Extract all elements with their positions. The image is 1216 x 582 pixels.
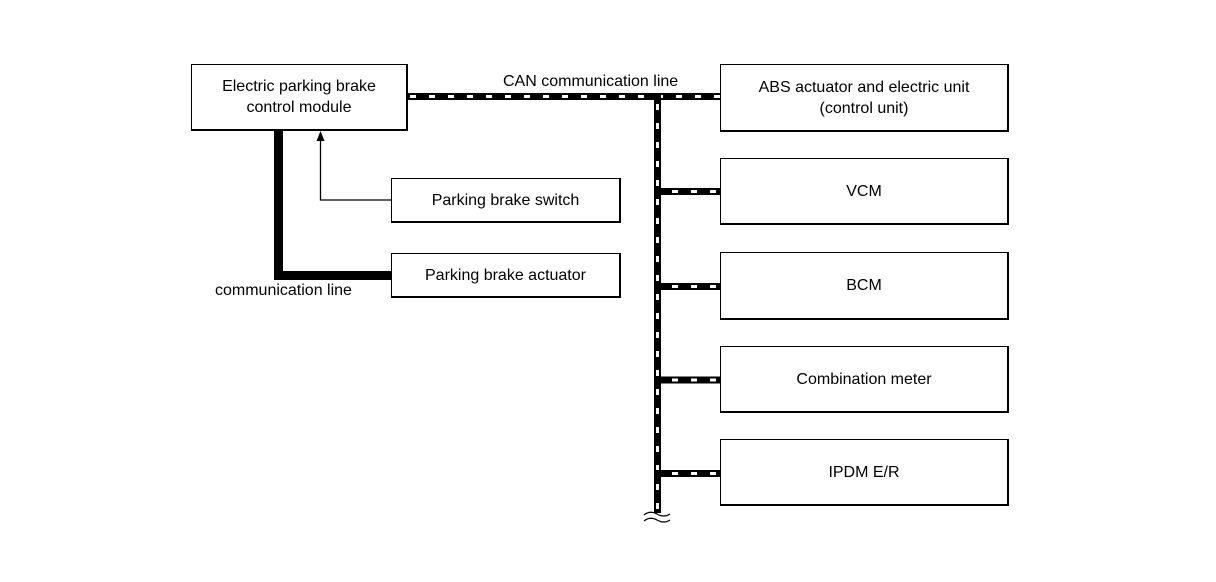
- bus-break-mark-icon: [643, 511, 671, 523]
- arrow-head-icon: [316, 131, 325, 141]
- abs-actuator-box: ABS actuator and electric unit (control …: [720, 64, 1009, 132]
- communication-line-label: communication line: [215, 282, 352, 299]
- abs-label-line2: (control unit): [819, 99, 909, 117]
- parking-brake-actuator-label: Parking brake actuator: [425, 266, 586, 284]
- vcm-box: VCM: [720, 158, 1009, 225]
- abs-label-line1: ABS actuator and electric unit: [758, 78, 970, 96]
- can-line-label: CAN communication line: [503, 73, 679, 90]
- parking-brake-actuator-box: Parking brake actuator: [391, 253, 621, 298]
- ipdm-box: IPDM E/R: [720, 439, 1009, 506]
- communication-line: [274, 130, 391, 280]
- bcm-box: BCM: [720, 252, 1009, 320]
- parking-brake-switch-label: Parking brake switch: [431, 191, 580, 209]
- bcm-label: BCM: [846, 277, 882, 294]
- epb-control-module-label-line1: Electric parking brake: [222, 78, 376, 95]
- combination-meter-label: Combination meter: [796, 370, 932, 388]
- combination-meter-box: Combination meter: [720, 346, 1009, 413]
- ipdm-label: IPDM E/R: [828, 463, 900, 481]
- epb-control-module-label-line2: control module: [246, 99, 352, 116]
- vcm-label: VCM: [846, 182, 882, 200]
- epb-control-module-box: Electric parking brake control module: [191, 64, 408, 131]
- switch-signal-line: [319, 140, 391, 201]
- parking-brake-switch-box: Parking brake switch: [391, 178, 621, 223]
